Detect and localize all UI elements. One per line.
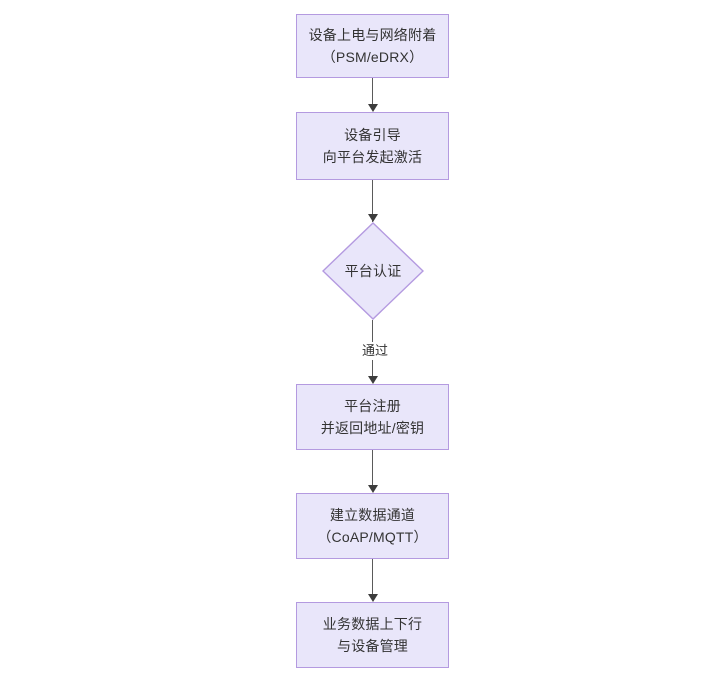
flow-node-business-data-line1: 业务数据上下行 xyxy=(322,616,423,632)
flow-node-register-line2: 并返回地址/密钥 xyxy=(320,420,425,436)
diamond-shape xyxy=(322,222,424,320)
flow-node-auth-label: 平台认证 xyxy=(344,263,402,279)
edge-label-pass: 通过 xyxy=(354,342,396,360)
flow-node-bootstrap[interactable]: 设备引导 向平台发起激活 xyxy=(296,112,449,180)
flow-node-business-data-line2: 与设备管理 xyxy=(337,638,408,654)
flow-node-power-on[interactable]: 设备上电与网络附着 （PSM/eDRX） xyxy=(296,14,449,78)
flow-node-power-on-line1: 设备上电与网络附着 xyxy=(308,27,437,43)
flow-node-data-channel-line2: （CoAP/MQTT） xyxy=(317,529,428,545)
flow-node-business-data[interactable]: 业务数据上下行 与设备管理 xyxy=(296,602,449,668)
connector-data-channel-to-business-data xyxy=(372,559,373,597)
flow-node-data-channel-line1: 建立数据通道 xyxy=(329,507,416,523)
arrowhead-bootstrap xyxy=(368,104,378,112)
arrowhead-auth xyxy=(368,214,378,222)
arrowhead-data-channel xyxy=(368,485,378,493)
flow-node-register-line1: 平台注册 xyxy=(344,398,401,414)
arrowhead-register xyxy=(368,376,378,384)
flow-node-bootstrap-line1: 设备引导 xyxy=(344,127,401,143)
flow-node-data-channel[interactable]: 建立数据通道 （CoAP/MQTT） xyxy=(296,493,449,559)
flow-node-register[interactable]: 平台注册 并返回地址/密钥 xyxy=(296,384,449,450)
connector-power-on-to-bootstrap xyxy=(372,78,373,107)
flow-node-bootstrap-line2: 向平台发起激活 xyxy=(322,149,423,165)
arrowhead-business-data xyxy=(368,594,378,602)
connector-bootstrap-to-auth xyxy=(372,180,373,222)
flow-node-power-on-line2: （PSM/eDRX） xyxy=(321,49,424,65)
connector-register-to-data-channel xyxy=(372,450,373,488)
flow-node-auth[interactable]: 平台认证 xyxy=(322,222,424,320)
